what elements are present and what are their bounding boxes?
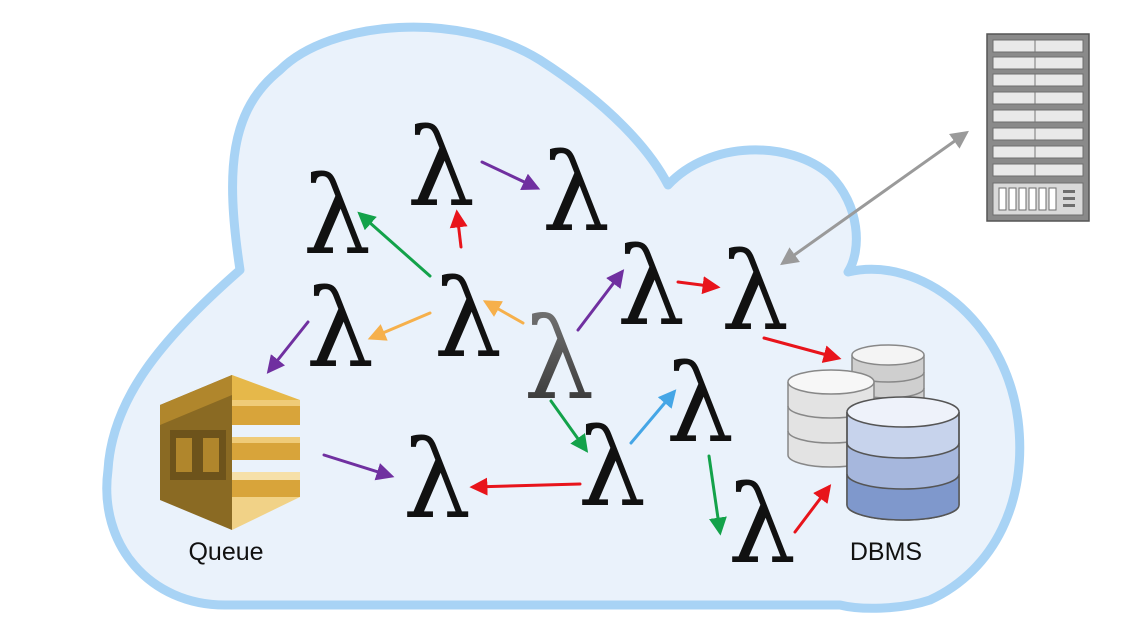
queue-label: Queue bbox=[188, 538, 263, 566]
dbms-label: DBMS bbox=[850, 538, 922, 566]
arrow-red-right bbox=[676, 276, 721, 295]
lambda-function-icon: λ bbox=[617, 225, 685, 350]
lambda-function-icon: λ bbox=[403, 418, 471, 543]
lambda-function-icon: λ bbox=[407, 106, 475, 231]
arrow-green-down bbox=[549, 399, 589, 453]
lambda-function-icon: λ bbox=[728, 463, 796, 588]
lambda-function-icon: λ bbox=[578, 406, 646, 531]
arrow-green-upleft bbox=[357, 211, 432, 278]
lambda-function-icon: λ bbox=[434, 257, 502, 382]
arrow-orange-left bbox=[367, 311, 432, 341]
lambda-function-icon: λ bbox=[721, 230, 789, 355]
database-icon bbox=[787, 344, 960, 521]
arrow-red-to-db bbox=[762, 336, 842, 363]
queue-icon bbox=[160, 375, 300, 530]
arrow-purple-from-queue bbox=[322, 453, 395, 481]
lambda-function-icon: λ bbox=[303, 154, 371, 279]
arrow-gray-bidirectional bbox=[780, 130, 969, 266]
arrows bbox=[266, 130, 969, 536]
arrow-blue-up bbox=[629, 389, 677, 445]
lambda-function-icon: λ bbox=[542, 131, 610, 256]
arrow-orange-center bbox=[482, 300, 525, 325]
lambda-function-icon: λ bbox=[666, 342, 734, 467]
arrow-red-left bbox=[469, 477, 582, 496]
arrow-purple-right bbox=[576, 269, 625, 332]
arrow-red-up bbox=[449, 209, 468, 249]
server-rack-icon bbox=[986, 33, 1090, 222]
lambda-functions: λ λ λ λ λ λ λ λ λ λ λ λ bbox=[303, 106, 796, 588]
arrow-red-up-to-db bbox=[793, 484, 832, 534]
arrow-purple-top bbox=[480, 160, 541, 190]
arrow-purple-to-queue bbox=[266, 320, 310, 374]
lambda-function-icon: λ bbox=[306, 267, 374, 392]
arrow-green-down-right bbox=[707, 454, 727, 536]
lambda-function-icon-central: λ bbox=[524, 295, 595, 425]
